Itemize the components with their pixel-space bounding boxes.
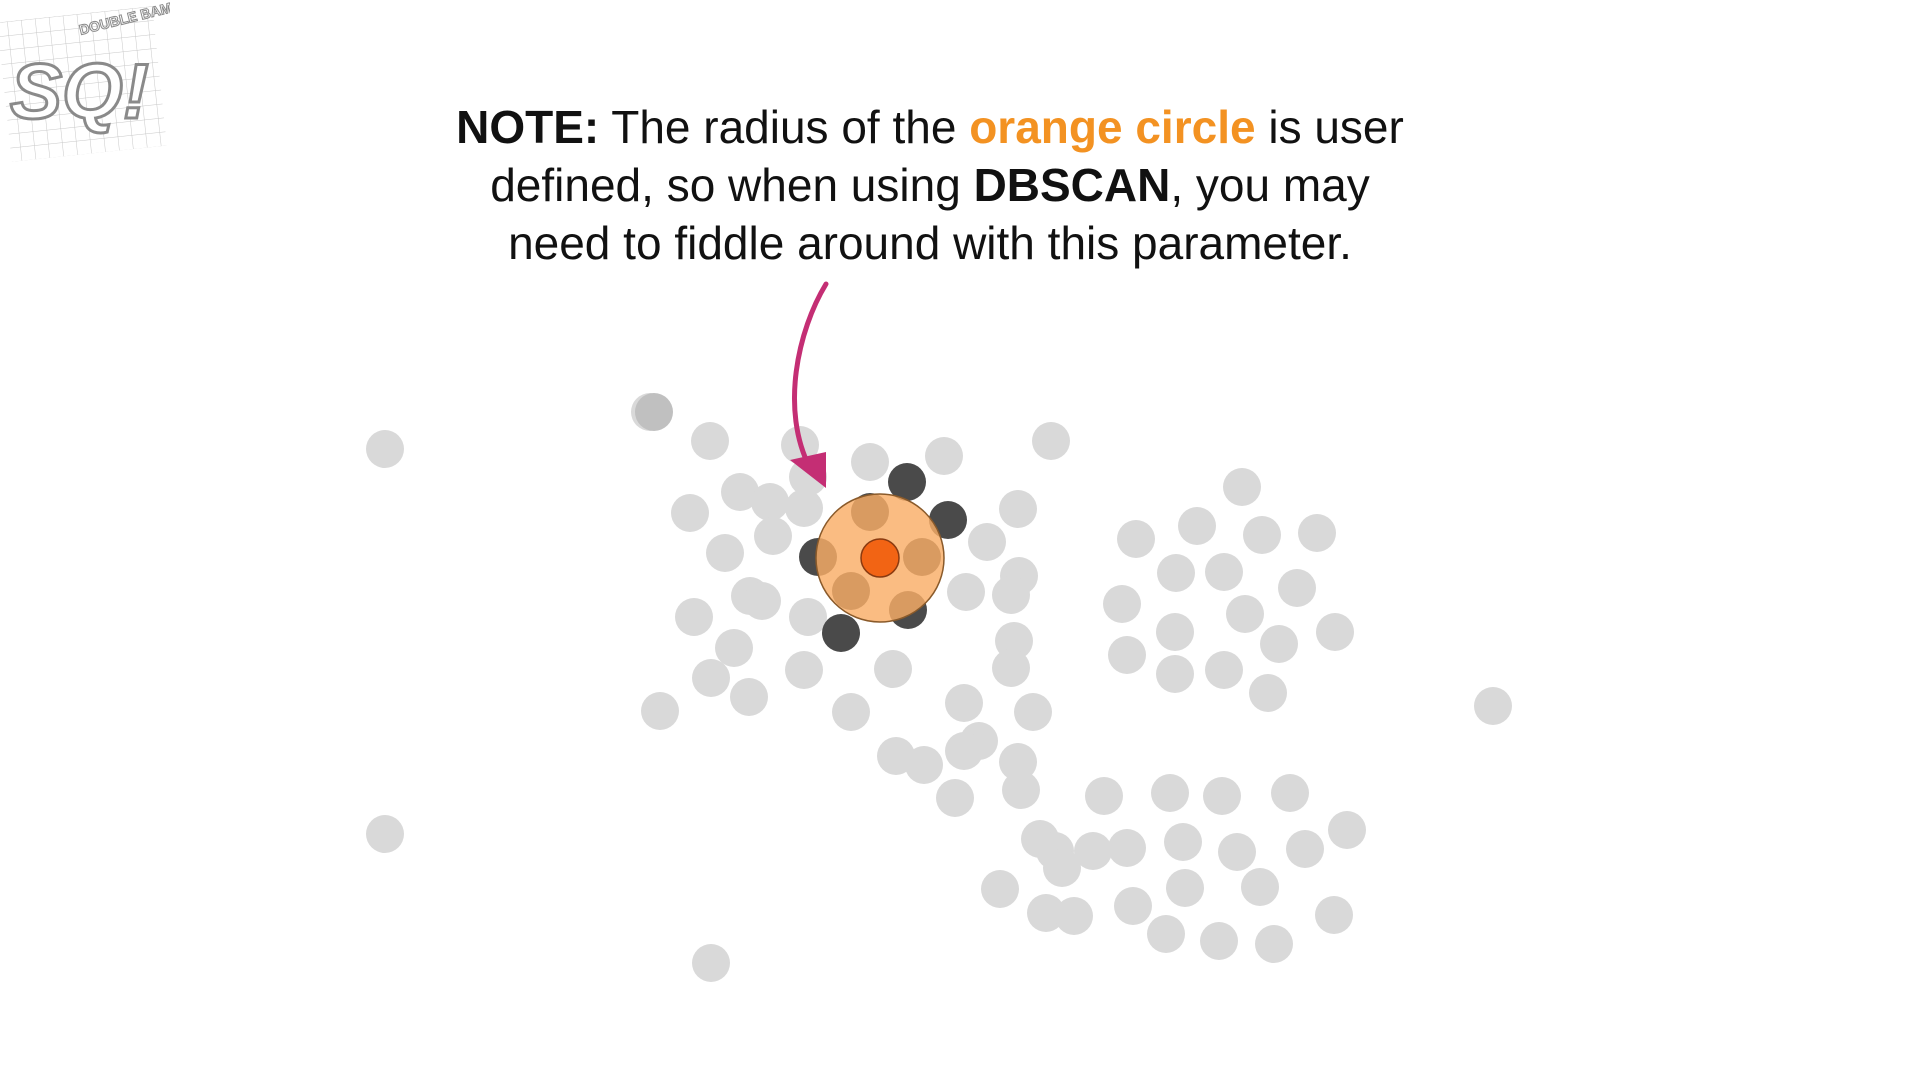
data-point (1156, 655, 1194, 693)
arrow-head (790, 452, 826, 488)
data-point (1328, 811, 1366, 849)
data-point (936, 779, 974, 817)
data-point (947, 573, 985, 611)
statquest-logo: SQ! DOUBLE BAM!! (0, 0, 170, 162)
data-point (1205, 651, 1243, 689)
orange-circle-highlight: orange circle (969, 101, 1256, 153)
data-point (1298, 514, 1336, 552)
data-point (1043, 849, 1081, 887)
data-point (692, 944, 730, 982)
data-point (981, 870, 1019, 908)
data-point (1205, 553, 1243, 591)
data-point (1164, 823, 1202, 861)
data-point (692, 659, 730, 697)
note-part2: is user (1268, 101, 1404, 153)
note-text: NOTE: The radius of the orange circle is… (360, 98, 1500, 272)
arrow-shaft (792, 281, 829, 471)
data-point (1315, 896, 1353, 934)
data-point (671, 494, 709, 532)
data-point (1316, 613, 1354, 651)
data-point (1147, 915, 1185, 953)
dbscan-keyword: DBSCAN (973, 159, 1171, 211)
data-point (992, 649, 1030, 687)
data-point (874, 650, 912, 688)
data-point (1178, 507, 1216, 545)
data-point-mid (635, 393, 673, 431)
data-point (1218, 833, 1256, 871)
data-point (1151, 774, 1189, 812)
data-point (754, 517, 792, 555)
data-point (1108, 829, 1146, 867)
data-point (721, 473, 759, 511)
data-point (691, 422, 729, 460)
data-point (992, 576, 1030, 614)
data-point (1055, 897, 1093, 935)
data-point (999, 490, 1037, 528)
data-point (789, 598, 827, 636)
data-point (1226, 595, 1264, 633)
data-point (366, 815, 404, 853)
neighbor-point (929, 501, 967, 539)
data-point (1271, 774, 1309, 812)
data-point (1200, 922, 1238, 960)
data-point (999, 743, 1037, 781)
data-point (1027, 894, 1065, 932)
note-part3: defined, so when using (490, 159, 961, 211)
data-point (785, 489, 823, 527)
data-point (945, 732, 983, 770)
data-point (1203, 777, 1241, 815)
logo-main-text: SQ! (10, 47, 149, 135)
data-point (730, 678, 768, 716)
data-point (1114, 887, 1152, 925)
data-point (851, 443, 889, 481)
data-point (968, 523, 1006, 561)
data-point (1241, 868, 1279, 906)
data-point (1032, 422, 1070, 460)
neighbor-point (822, 614, 860, 652)
note-part4: , you may (1170, 159, 1370, 211)
note-part1: The radius of the (611, 101, 957, 153)
note-lead: NOTE: (456, 101, 600, 153)
data-point (1286, 830, 1324, 868)
neighbor-point (888, 463, 926, 501)
data-point (785, 651, 823, 689)
data-point (1474, 687, 1512, 725)
core-point (860, 538, 900, 578)
data-point (1223, 468, 1261, 506)
data-point (1255, 925, 1293, 963)
data-point (1014, 693, 1052, 731)
data-point (1157, 554, 1195, 592)
data-point (641, 692, 679, 730)
data-point (715, 629, 753, 667)
data-point (1103, 585, 1141, 623)
light-points-group (366, 393, 1512, 982)
note-part5: need to fiddle around with this paramete… (508, 217, 1352, 269)
data-point (925, 437, 963, 475)
data-point (1002, 771, 1040, 809)
data-point (832, 693, 870, 731)
data-point (675, 598, 713, 636)
data-point (1243, 516, 1281, 554)
data-point (1166, 869, 1204, 907)
data-point (1074, 832, 1112, 870)
neighborhood-group (799, 463, 967, 652)
data-point (945, 684, 983, 722)
data-point (366, 430, 404, 468)
data-point (1085, 777, 1123, 815)
data-point (751, 483, 789, 521)
data-point (1156, 613, 1194, 651)
data-point (1260, 625, 1298, 663)
data-point (1278, 569, 1316, 607)
data-point (1117, 520, 1155, 558)
arrow-group (790, 281, 829, 488)
data-point (1249, 674, 1287, 712)
data-point (877, 737, 915, 775)
data-point (743, 582, 781, 620)
data-point (1108, 636, 1146, 674)
data-point (706, 534, 744, 572)
